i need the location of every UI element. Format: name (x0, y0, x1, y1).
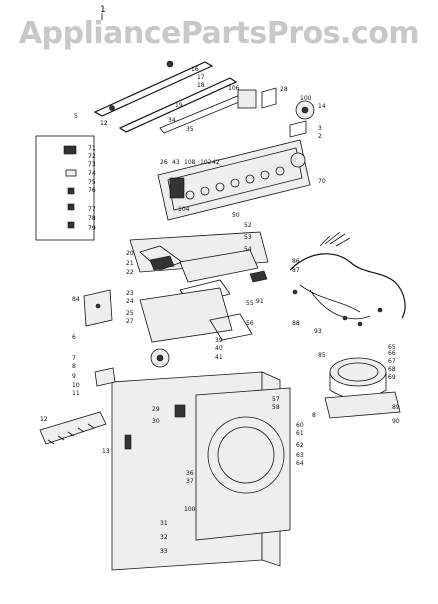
hose-fitting (94, 348, 170, 387)
mounting-bracket (83, 289, 113, 327)
dispenser-assembly (129, 231, 269, 343)
wire-harness (289, 231, 406, 327)
control-console (157, 139, 311, 221)
control-motor-assembly (237, 87, 315, 138)
watermark-text: AppliancePartsPros.com (18, 16, 420, 51)
rear-bracket (39, 411, 107, 445)
pump-assembly (324, 357, 401, 419)
cabinet (111, 371, 291, 571)
page-marker: 1 (100, 5, 106, 15)
top-rail-assembly (93, 60, 245, 134)
switch-detail-box (35, 135, 95, 241)
